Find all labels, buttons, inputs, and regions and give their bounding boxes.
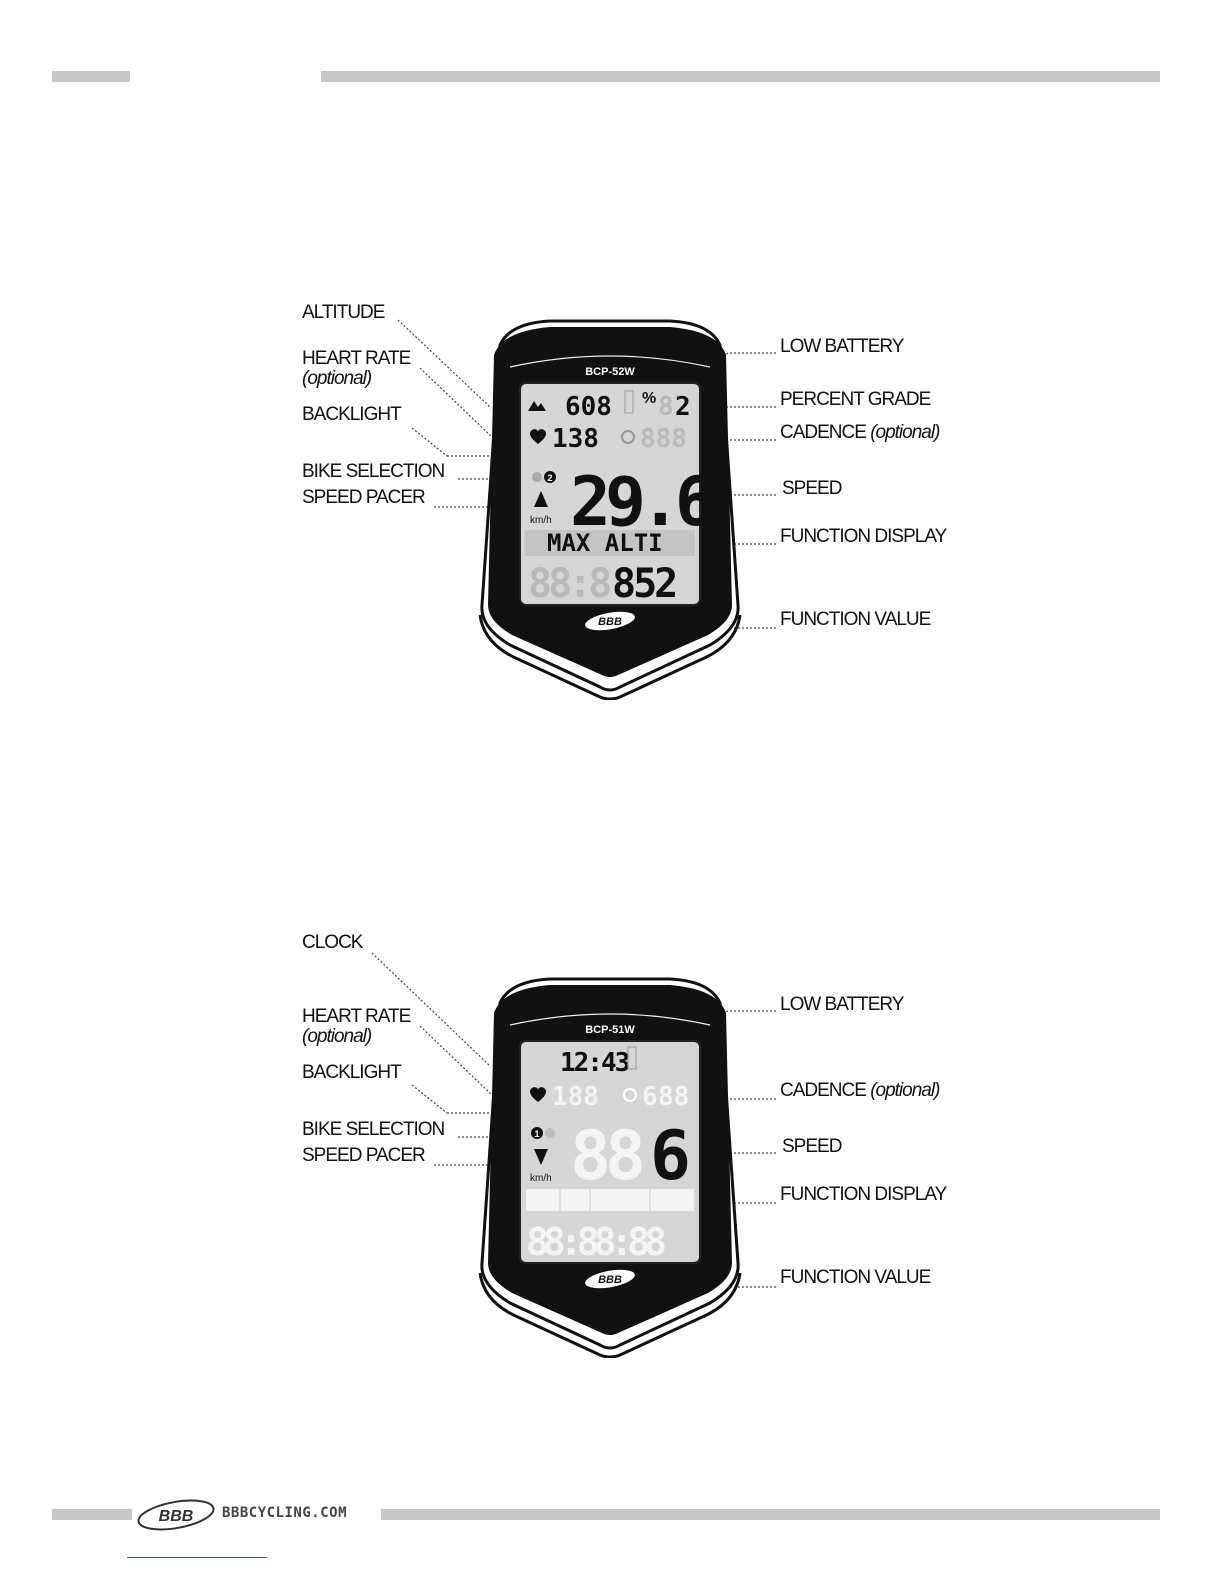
label-heart-rate: HEART RATE: [302, 1006, 411, 1027]
cadence-ghost: 88: [658, 1082, 689, 1112]
footer-bbb-logo: BBB: [137, 1499, 215, 1531]
label-low-battery: LOW BATTERY: [780, 336, 904, 357]
battery-icon: [627, 1046, 637, 1070]
svg-text:BBB: BBB: [598, 616, 622, 628]
label-function-display: FUNCTION DISPLAY: [780, 1184, 947, 1205]
clock-value: 12:43: [560, 1048, 629, 1078]
grade-value: 2: [675, 392, 691, 422]
svg-text:BBB: BBB: [598, 1274, 622, 1286]
device-bcp51w: BCP-51W 12:43 188 6 88 1 km/h 88 6 88:88…: [478, 977, 742, 1358]
label-function-value: FUNCTION VALUE: [780, 609, 931, 630]
heart-rate-value: 188: [552, 1082, 599, 1112]
label-function-value: FUNCTION VALUE: [780, 1267, 931, 1288]
header-bar-right: [321, 71, 1160, 82]
altitude-value: 608: [565, 392, 612, 422]
bbb-logo: [583, 610, 637, 632]
function-value: 88:88:88: [526, 1220, 665, 1264]
label-speed: SPEED: [782, 1136, 842, 1157]
function-display: [526, 1189, 694, 1211]
label-heart-rate-note: (optional): [302, 1026, 372, 1047]
label-backlight: BACKLIGHT: [302, 1062, 402, 1083]
battery-icon: [624, 390, 634, 414]
label-bike-selection: BIKE SELECTION: [302, 461, 445, 482]
unit-label: km/h: [530, 1173, 552, 1184]
model-label: BCP-51W: [585, 1024, 635, 1036]
header-bar-left: [52, 71, 130, 82]
speed-pacer-up-icon: [534, 491, 548, 507]
svg-text:BBB: BBB: [159, 1508, 194, 1525]
function-value-ghost: 88:8: [528, 561, 610, 607]
bike-1-icon: [531, 1127, 543, 1139]
percent-symbol: %: [642, 390, 656, 407]
heart-rate-value: 138: [552, 424, 599, 454]
speed-value: 6: [650, 1117, 691, 1196]
heart-icon: [530, 429, 546, 444]
label-backlight: BACKLIGHT: [302, 404, 402, 425]
label-cadence: CADENCE (optional): [780, 422, 940, 443]
label-heart-rate: HEART RATE: [302, 348, 411, 369]
grade-ghost: 8: [658, 392, 674, 422]
footer-bar-right: [381, 1509, 1160, 1520]
footer-bar-left: [52, 1509, 132, 1520]
heart-icon: [530, 1087, 546, 1102]
speed-pacer-down-icon: [534, 1149, 548, 1165]
function-display: MAX ALTI: [547, 529, 663, 557]
label-clock: CLOCK: [302, 932, 363, 953]
mountain-icon: [528, 401, 546, 411]
cadence-icon: [623, 1088, 637, 1102]
label-function-display: FUNCTION DISPLAY: [780, 526, 947, 547]
speed-ghost: 88: [570, 1117, 642, 1196]
bike-2-icon: [545, 1128, 555, 1138]
svg-text:1: 1: [534, 1129, 539, 1139]
bike-1-icon: [532, 472, 542, 482]
label-speed-pacer: SPEED PACER: [302, 487, 426, 508]
cadence-ghost: 888: [640, 424, 687, 454]
label-speed-pacer: SPEED PACER: [302, 1145, 426, 1166]
footer-website[interactable]: BBBCYCLING.COM: [222, 1505, 348, 1521]
label-heart-rate-note: (optional): [302, 368, 372, 389]
label-altitude: ALTITUDE: [302, 302, 385, 323]
model-label: BCP-52W: [585, 366, 635, 378]
bike-2-icon: [544, 471, 556, 483]
cadence-value: 6: [642, 1082, 658, 1112]
label-percent-grade: PERCENT GRADE: [780, 389, 931, 410]
unit-label: km/h: [530, 515, 552, 526]
speed-value: 29.6: [570, 463, 713, 542]
function-value: 852: [612, 561, 675, 607]
label-speed: SPEED: [782, 478, 842, 499]
footer-link-underline: [127, 1557, 267, 1558]
label-low-battery: LOW BATTERY: [780, 994, 904, 1015]
cadence-icon: [621, 430, 635, 444]
bbb-logo: [583, 1268, 637, 1290]
device-bcp52w: BCP-52W 608 % 8 2 138 888 2 km/h 29.6 MA…: [478, 319, 742, 700]
label-bike-selection: BIKE SELECTION: [302, 1119, 445, 1140]
label-cadence: CADENCE (optional): [780, 1080, 940, 1101]
svg-text:2: 2: [547, 473, 552, 483]
